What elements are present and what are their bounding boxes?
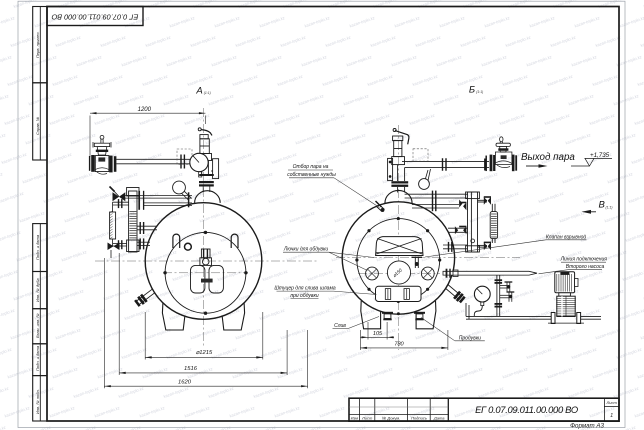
svg-text:Клапан взрывной: Клапан взрывной [546,233,587,240]
svg-text:⌀1215: ⌀1215 [196,350,213,356]
svg-text:Дата: Дата [433,416,445,421]
svg-text:kazan-teplo.kz: kazan-teplo.kz [58,0,85,9]
svg-text:собственные нужды: собственные нужды [287,172,336,178]
svg-text:А: А [195,85,202,96]
svg-text:Выход пара: Выход пара [521,152,575,163]
svg-text:kazan-teplo.kz: kazan-teplo.kz [0,425,6,430]
svg-text:kazan-teplo.kz: kazan-teplo.kz [328,0,355,9]
svg-text:Формат А3: Формат А3 [570,422,604,429]
svg-text:kazan-teplo.kz: kazan-teplo.kz [418,0,445,9]
svg-text:1200: 1200 [138,107,152,113]
svg-text:kazan-teplo.kz: kazan-teplo.kz [193,0,220,9]
svg-text:Второго насоса: Второго насоса [566,264,605,270]
svg-text:(1:1): (1:1) [476,90,483,94]
svg-text:Инв. № дубл.: Инв. № дубл. [35,277,40,302]
svg-text:Изм: Изм [351,416,359,421]
svg-text:kazan-teplo.kz: kazan-teplo.kz [283,0,310,9]
svg-text:Взам. инв. №: Взам. инв. № [35,313,40,338]
svg-text:при обдувки: при обдувки [290,293,319,299]
svg-text:kazan-teplo.kz: kazan-teplo.kz [373,0,400,9]
svg-text:kazan-teplo.kz: kazan-teplo.kz [508,0,535,9]
svg-text:В: В [599,200,606,211]
svg-text:kazan-teplo.kz: kazan-teplo.kz [634,113,644,126]
svg-text:kazan-teplo.kz: kazan-teplo.kz [148,0,175,9]
svg-text:(1:1): (1:1) [606,206,613,210]
svg-text:Перв. примен.: Перв. примен. [35,31,40,58]
svg-text:1516: 1516 [184,366,198,372]
svg-text:kazan-teplo.kz: kazan-teplo.kz [634,405,644,418]
svg-text:Продувки: Продувки [459,335,481,341]
svg-text:Инв. № подл.: Инв. № подл. [35,389,40,414]
svg-text:kazan-teplo.kz: kazan-teplo.kz [553,0,580,9]
svg-text:ЕГ 0.07.09.011.00.000 ВО: ЕГ 0.07.09.011.00.000 ВО [51,13,138,22]
svg-text:Слив: Слив [334,323,346,329]
svg-text:105: 105 [373,331,383,337]
svg-text:Лист: Лист [361,416,373,421]
svg-text:№ Докум.: № Докум. [382,416,400,421]
svg-text:kazan-teplo.kz: kazan-teplo.kz [598,0,625,9]
svg-text:Линия подключения: Линия подключения [560,257,608,263]
svg-text:⌀150: ⌀150 [392,267,403,278]
svg-text:Подп. и дата: Подп. и дата [35,345,40,371]
svg-text:Б: Б [469,85,475,96]
svg-text:Справ. №: Справ. № [35,116,40,135]
svg-text:Лючки для обдувки: Лючки для обдувки [283,247,329,253]
svg-text:Подп. и дата: Подп. и дата [35,234,40,260]
svg-text:(1:1): (1:1) [204,91,211,95]
svg-text:1620: 1620 [178,379,192,385]
svg-text:kazan-teplo.kz: kazan-teplo.kz [643,0,644,9]
svg-text:kazan-teplo.kz: kazan-teplo.kz [463,0,490,9]
svg-text:kazan-teplo.kz: kazan-teplo.kz [13,0,40,9]
svg-text:Подпись: Подпись [411,416,427,421]
svg-text:Отбор пара на: Отбор пара на [293,164,329,170]
svg-text:kazan-teplo.kz: kazan-teplo.kz [103,0,130,9]
svg-text:ЕГ 0.07.09.011.00.000 ВО: ЕГ 0.07.09.011.00.000 ВО [475,404,579,415]
svg-text:Лист: Лист [606,400,618,405]
svg-text:1: 1 [610,413,613,419]
svg-text:kazan-teplo.kz: kazan-teplo.kz [637,74,644,87]
svg-text:Штуцер для слива шлама: Штуцер для слива шлама [274,286,336,292]
svg-text:kazan-teplo.kz: kazan-teplo.kz [637,366,644,379]
svg-text:kazan-teplo.kz: kazan-teplo.kz [238,0,265,9]
svg-text:780: 780 [394,342,404,348]
svg-text:+1,735: +1,735 [590,152,610,159]
